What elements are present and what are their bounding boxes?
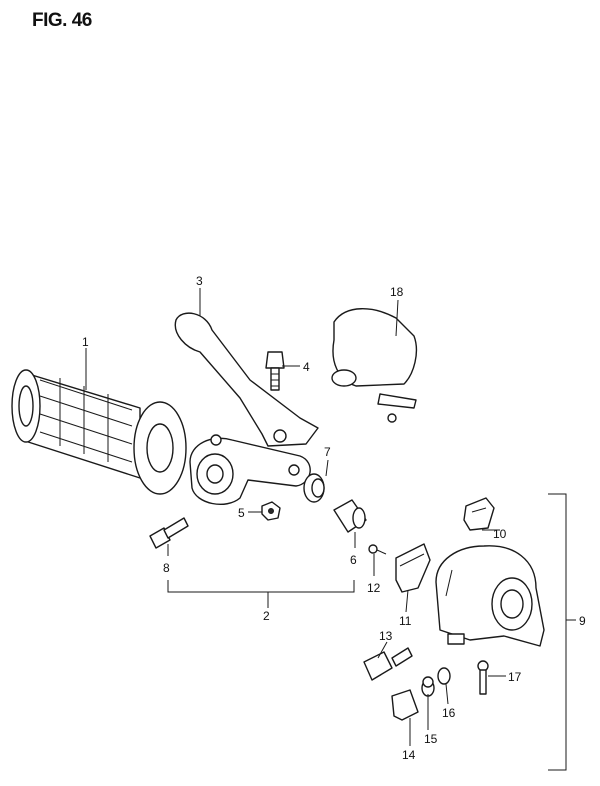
callout-17: 17: [508, 670, 522, 684]
locknut-part-7: [303, 473, 325, 503]
leader-lines: [85, 288, 576, 771]
adjuster-part-6: [333, 499, 367, 533]
screw-part-17: [477, 660, 489, 695]
nut-part-5: [261, 501, 281, 521]
knob-part-10: [463, 497, 495, 531]
callout-11: 11: [399, 614, 412, 628]
callout-4: 4: [303, 360, 310, 374]
grip-part-1: [11, 369, 187, 495]
callout-12: 12: [367, 581, 381, 595]
callout-16: 16: [442, 706, 456, 720]
lever-part-3: [174, 312, 319, 447]
callout-15: 15: [424, 732, 438, 746]
bolt-part-8: [149, 517, 189, 549]
clip-part-13: [363, 647, 413, 681]
callout-1: 1: [82, 335, 89, 349]
callout-14: 14: [402, 748, 416, 762]
callout-3: 3: [196, 274, 203, 288]
spring-part-15: [421, 676, 435, 697]
callout-7: 7: [324, 445, 331, 459]
callout-5: 5: [238, 506, 245, 520]
plate-part-14: [391, 689, 419, 721]
screw-part-12: [368, 544, 387, 555]
callout-10: 10: [493, 527, 507, 541]
bolt-part-4: [265, 351, 285, 391]
callout-18: 18: [390, 285, 404, 299]
cover-part-18: [331, 308, 418, 423]
ball-part-16: [437, 667, 451, 685]
callout-2: 2: [263, 609, 270, 623]
switch-part-11: [395, 543, 431, 593]
switch-housing: [435, 545, 545, 647]
callout-13: 13: [379, 629, 393, 643]
callout-6: 6: [350, 553, 357, 567]
figure-title: FIG. 46: [32, 10, 92, 31]
callout-8: 8: [163, 561, 170, 575]
callout-9: 9: [579, 614, 586, 628]
lever-bracket: [189, 434, 311, 505]
